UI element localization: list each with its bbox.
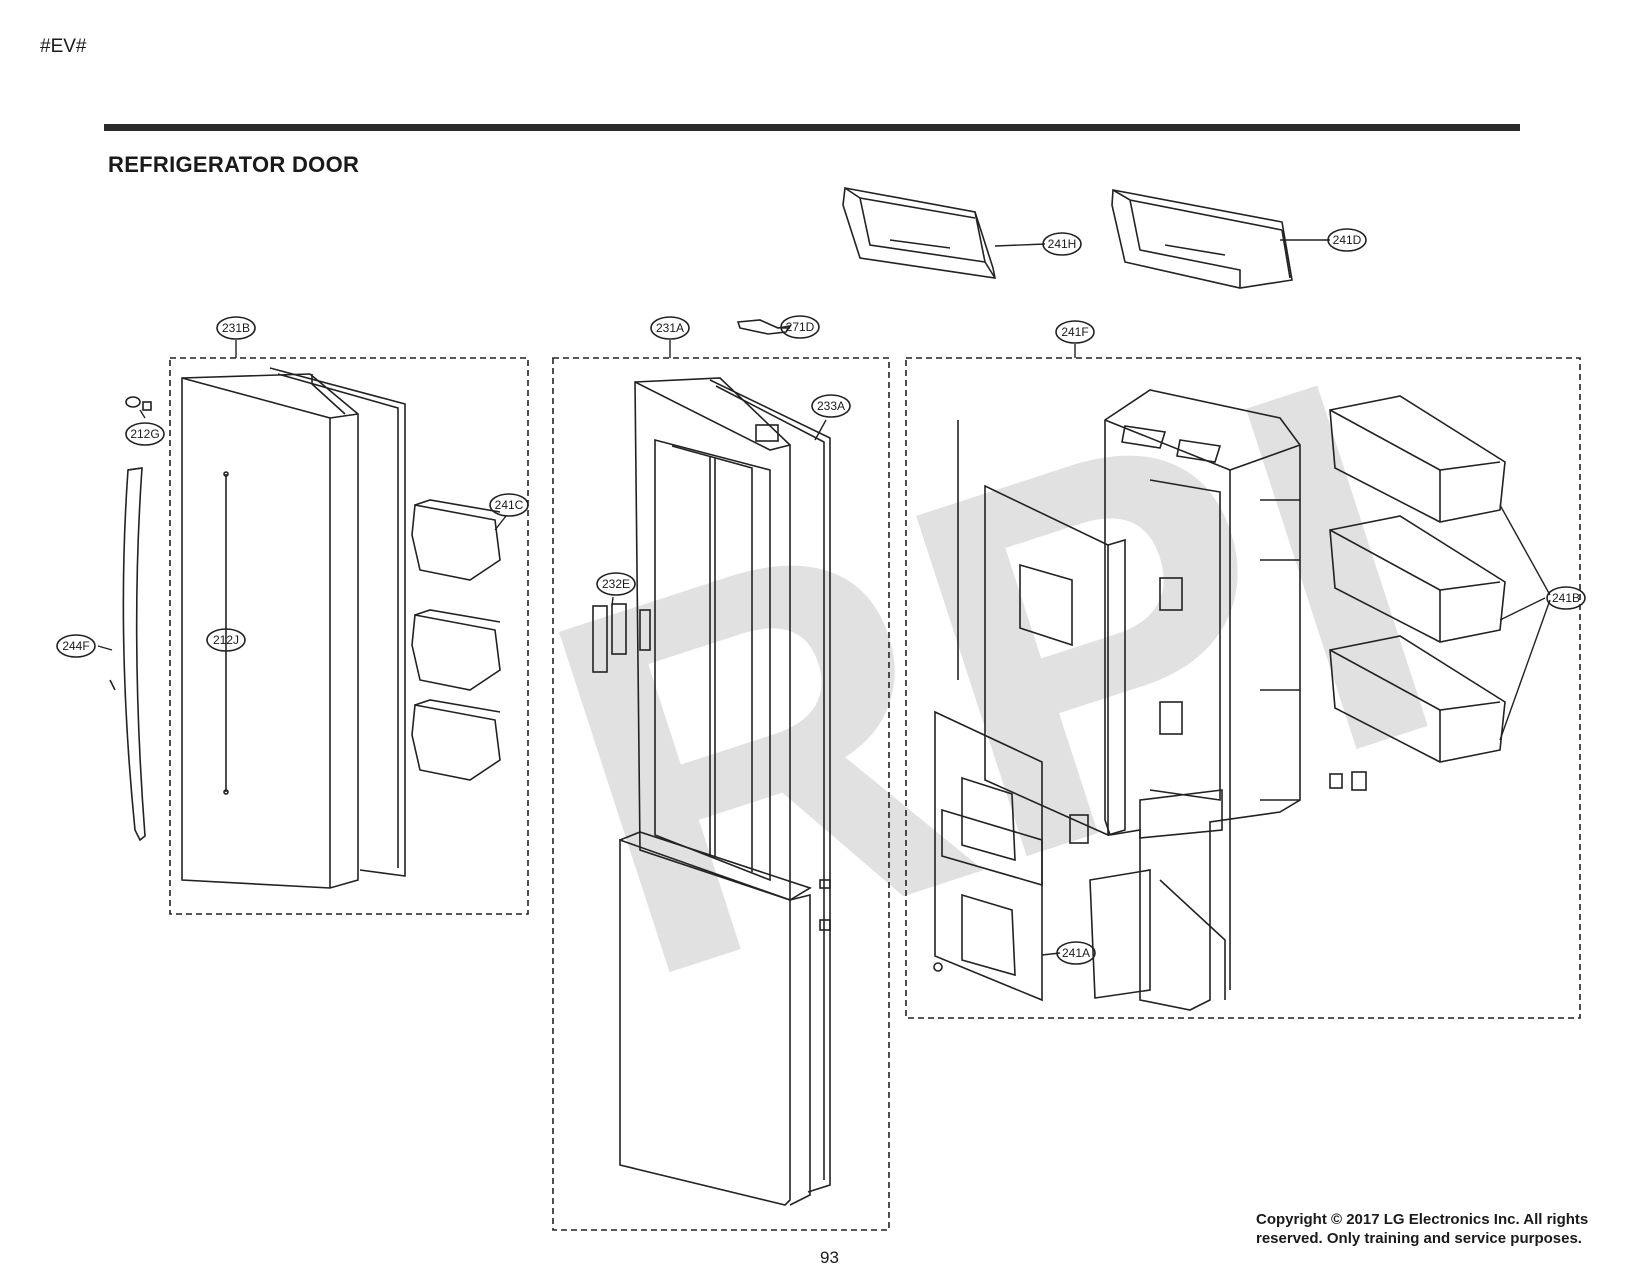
callout-244F: 244F xyxy=(62,639,89,653)
callout-oval-244F xyxy=(56,634,96,658)
callout-oval-231A xyxy=(650,316,690,340)
callout-oval-232E xyxy=(596,572,636,596)
copyright-line-1: Copyright © 2017 LG Electronics Inc. All… xyxy=(1256,1211,1589,1228)
callout-oval-241B xyxy=(1546,586,1586,610)
left-door-231B xyxy=(181,373,359,889)
callout-oval-241F xyxy=(1055,320,1095,344)
door-liner-241F xyxy=(1104,389,1301,1011)
callout-oval-271D xyxy=(780,315,820,339)
clip-212G xyxy=(142,401,152,411)
door-bin-241H xyxy=(842,187,997,279)
callout-oval-231B xyxy=(216,316,256,340)
watermark: RPI xyxy=(491,268,1495,1088)
callout-241F: 241F xyxy=(1061,325,1088,339)
group-frame-door-liner xyxy=(905,357,1581,1019)
callout-231A: 231A xyxy=(656,321,684,335)
group-frame-left-door xyxy=(169,357,529,915)
door-gasket-left xyxy=(269,367,406,877)
cap-212G xyxy=(125,396,141,408)
door-bins-241C xyxy=(411,499,501,781)
bracket-271D xyxy=(736,319,792,335)
callout-241D: 241D xyxy=(1333,233,1362,247)
copyright-line-2: reserved. Only training and service purp… xyxy=(1256,1230,1582,1247)
callout-241C: 241C xyxy=(495,498,524,512)
page-number: 93 xyxy=(820,1248,839,1267)
callout-oval-241C xyxy=(489,493,529,517)
model-code: #EV# xyxy=(40,36,87,57)
callout-241B: 241B xyxy=(1552,591,1580,605)
callout-231B: 231B xyxy=(222,321,250,335)
callout-233A: 233A xyxy=(817,399,845,413)
callout-241A: 241A xyxy=(1062,946,1090,960)
door-bins-241B xyxy=(1329,395,1506,791)
callout-241H: 241H xyxy=(1048,237,1077,251)
callout-oval-212G xyxy=(125,422,165,446)
copyright-notice: Copyright © 2017 LG Electronics Inc. All… xyxy=(1256,1210,1616,1248)
group-frame-center-door xyxy=(552,357,890,1231)
header-rule xyxy=(104,124,1520,131)
door-bin-241D xyxy=(1111,189,1293,289)
callout-232E: 232E xyxy=(602,577,630,591)
callout-oval-241H xyxy=(1042,232,1082,256)
callout-oval-212J xyxy=(206,628,246,652)
door-handle-244F xyxy=(122,467,146,842)
callout-oval-233A xyxy=(811,394,851,418)
switch-232E xyxy=(592,603,651,673)
liner-panel xyxy=(957,420,1126,837)
callout-212J: 212J xyxy=(213,633,239,647)
callout-212G: 212G xyxy=(130,427,159,441)
center-door-frame-231A xyxy=(634,377,791,902)
callout-oval-241D xyxy=(1327,228,1367,252)
door-gasket-233A xyxy=(709,379,831,1193)
callout-oval-241A xyxy=(1056,941,1096,965)
section-title: REFRIGERATOR DOOR xyxy=(108,152,360,177)
callout-271D: 271D xyxy=(786,320,815,334)
